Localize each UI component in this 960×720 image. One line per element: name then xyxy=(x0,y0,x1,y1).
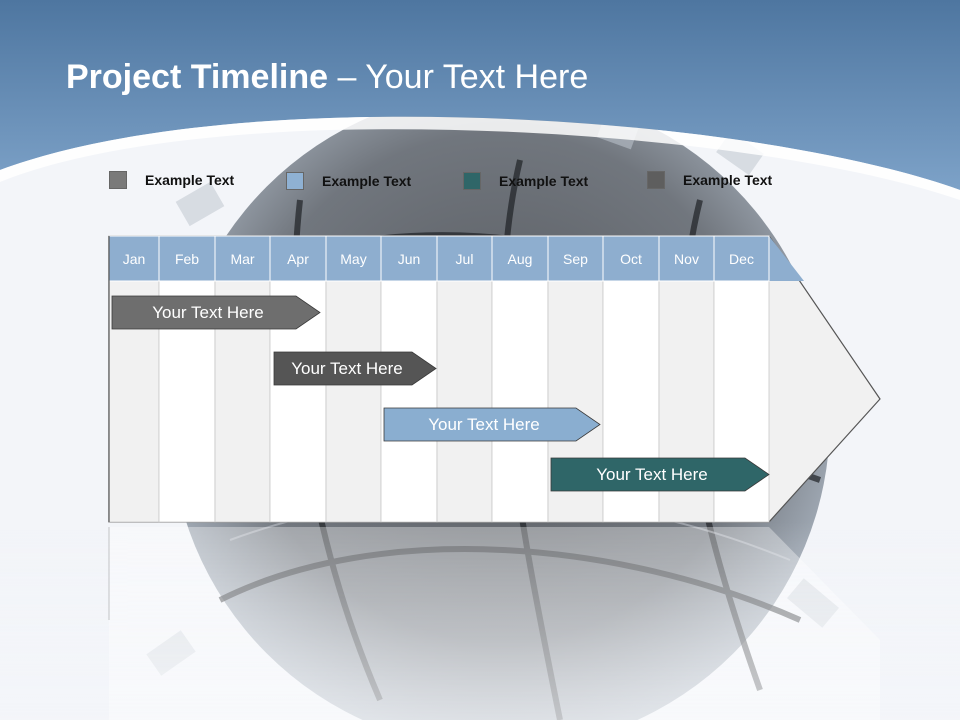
month-header-mar xyxy=(214,235,271,282)
legend-swatch-3 xyxy=(463,172,481,190)
month-label-feb: Feb xyxy=(175,251,199,267)
month-label-jul: Jul xyxy=(456,251,474,267)
month-header-apr xyxy=(269,235,327,282)
legend-label-3: Example Text xyxy=(499,173,589,189)
month-header-sep xyxy=(547,235,604,282)
task-label-3: Your Text Here xyxy=(428,415,540,434)
task-label-1: Your Text Here xyxy=(152,303,264,322)
month-label-jan: Jan xyxy=(123,251,146,267)
legend-label-2: Example Text xyxy=(322,173,412,189)
month-label-sep: Sep xyxy=(563,251,588,267)
month-label-may: May xyxy=(340,251,366,267)
month-header-nov xyxy=(658,235,715,282)
month-header-may xyxy=(325,235,382,282)
month-column-may xyxy=(325,280,382,523)
task-bar-2 xyxy=(273,351,437,386)
month-header-jul xyxy=(436,235,493,282)
legend-item-2: Example Text xyxy=(286,172,411,190)
page-title-bold: Project Timeline xyxy=(66,58,329,96)
month-label-dec: Dec xyxy=(729,251,754,267)
page-title-rest: – Your Text Here xyxy=(328,58,589,96)
month-label-jun: Jun xyxy=(398,251,421,267)
legend-label-1: Example Text xyxy=(145,172,235,188)
legend-item-4: Example Text xyxy=(647,171,772,189)
task-bar-4 xyxy=(550,457,770,492)
task-label-4: Your Text Here xyxy=(596,465,708,484)
month-header-dec xyxy=(713,235,770,282)
arrow-header-tip xyxy=(769,236,804,281)
arrow-reflection xyxy=(108,527,880,720)
legend-swatch-2 xyxy=(286,172,304,190)
task-bar-3 xyxy=(383,407,601,442)
month-column-jul xyxy=(436,280,493,523)
task-bar-1 xyxy=(111,295,321,330)
month-header-oct xyxy=(602,235,660,282)
month-label-mar: Mar xyxy=(230,251,254,267)
month-label-oct: Oct xyxy=(620,251,642,267)
month-column-jun xyxy=(380,280,438,523)
legend-swatch-4 xyxy=(647,171,665,189)
month-label-apr: Apr xyxy=(287,251,309,267)
month-column-aug xyxy=(491,280,549,523)
legend-item-1: Example Text xyxy=(109,171,234,189)
legend-swatch-1 xyxy=(109,171,127,189)
legend-label-4: Example Text xyxy=(683,172,773,188)
month-label-nov: Nov xyxy=(674,251,699,267)
month-header-feb xyxy=(158,235,216,282)
page-title: Project Timeline – Your Text Here xyxy=(66,58,588,97)
reflection-shape xyxy=(109,527,880,720)
task-label-2: Your Text Here xyxy=(291,359,403,378)
month-label-aug: Aug xyxy=(508,251,533,267)
legend-item-3: Example Text xyxy=(463,172,588,190)
header-band xyxy=(0,0,960,190)
